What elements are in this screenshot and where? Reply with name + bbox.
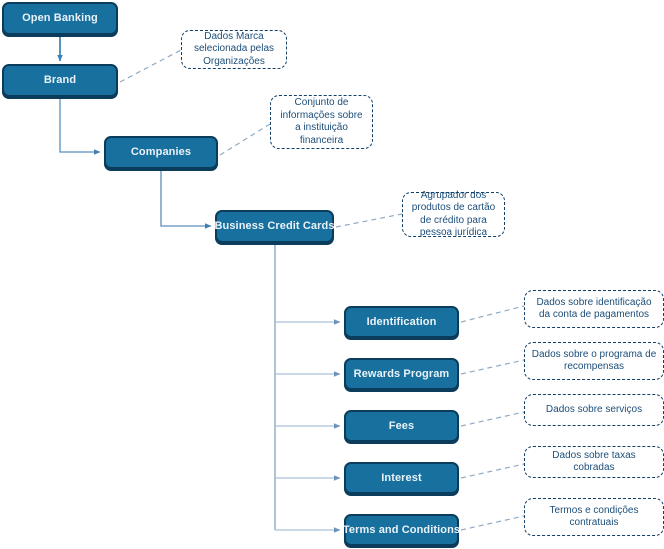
node-fees-label: Fees [388, 419, 415, 432]
note-fees-label: Dados sobre serviços [545, 403, 643, 415]
leader-brand-note [119, 49, 182, 83]
node-identification[interactable]: Identification [344, 306, 459, 338]
node-open-banking-label: Open Banking [22, 12, 98, 25]
node-brand[interactable]: Brand [2, 64, 118, 97]
node-brand-label: Brand [43, 74, 77, 87]
node-companies-label: Companies [130, 146, 192, 159]
leader-fees-note [460, 411, 525, 427]
note-rewards-program: Dados sobre o programa de recompensas [524, 342, 664, 380]
note-terms-and-conditions: Termos e condições contratuais [524, 498, 664, 536]
note-identification: Dados sobre identificação da conta de pa… [524, 290, 664, 328]
note-companies: Conjunto de informações sobre a institui… [270, 95, 373, 149]
note-identification-label: Dados sobre identificação da conta de pa… [536, 296, 652, 321]
node-rewards-program-label: Rewards Program [353, 367, 450, 380]
node-interest[interactable]: Interest [344, 462, 459, 494]
edge-brand-companies [59, 99, 101, 155]
node-rewards-program[interactable]: Rewards Program [344, 358, 459, 390]
node-companies[interactable]: Companies [104, 136, 218, 169]
note-rewards-program-label: Dados sobre o programa de recompensas [531, 348, 657, 373]
node-terms-and-conditions[interactable]: Terms and Conditions [342, 514, 461, 546]
note-business-credit-cards-label: Agrupador dos produtos de cartão de créd… [411, 189, 496, 239]
node-business-credit-cards-label: Business Credit Cards [214, 220, 335, 233]
leader-terms-note [460, 515, 525, 531]
leader-rewards-note [460, 359, 525, 375]
leader-identification-note [460, 305, 525, 323]
leader-companies-note [219, 123, 271, 156]
note-interest: Dados sobre taxas cobradas [524, 446, 664, 478]
note-business-credit-cards: Agrupador dos produtos de cartão de créd… [402, 189, 505, 239]
note-fees: Dados sobre serviços [524, 394, 664, 426]
note-interest-label: Dados sobre taxas cobradas [552, 449, 636, 474]
note-companies-label: Conjunto de informações sobre a institui… [280, 97, 363, 146]
node-business-credit-cards[interactable]: Business Credit Cards [214, 210, 335, 243]
node-fees[interactable]: Fees [344, 410, 459, 442]
leader-interest-note [460, 463, 525, 479]
node-interest-label: Interest [381, 471, 422, 484]
edge-credit-cards-branches [274, 245, 341, 533]
note-terms-and-conditions-label: Termos e condições contratuais [549, 504, 639, 529]
node-terms-and-conditions-label: Terms and Conditions [342, 523, 461, 536]
leader-credit-cards-note [335, 213, 403, 228]
node-open-banking[interactable]: Open Banking [2, 2, 118, 35]
edge-companies-credit-cards [160, 171, 212, 229]
note-brand-label: Dados Marca selecionada pelas Organizaçõ… [193, 30, 275, 67]
node-identification-label: Identification [366, 315, 437, 328]
note-brand: Dados Marca selecionada pelas Organizaçõ… [181, 30, 287, 69]
